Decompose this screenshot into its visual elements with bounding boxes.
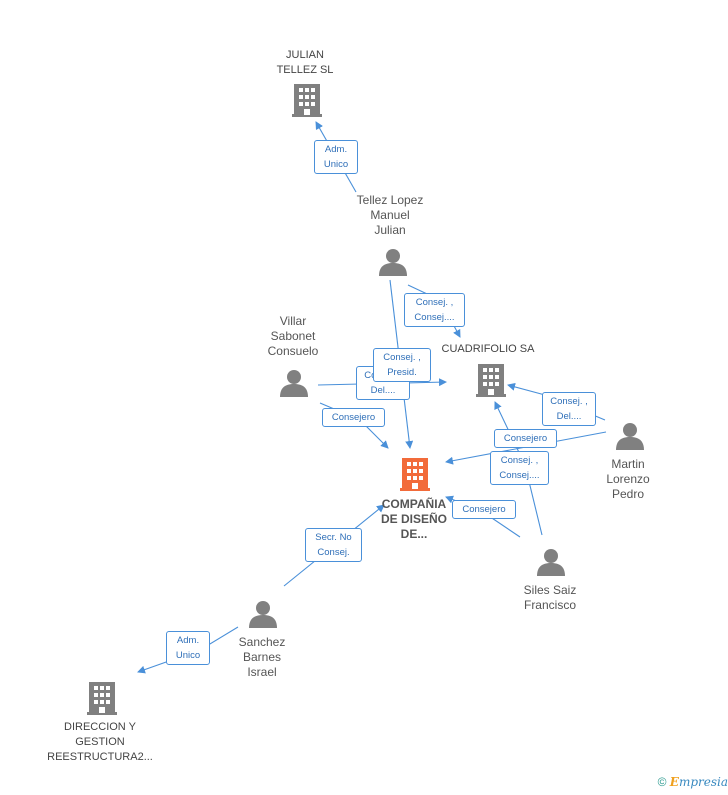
relation-label-consejero[interactable]: Consejero: [452, 500, 516, 519]
empresia-watermark: © Empresia: [658, 775, 728, 789]
building-icon: [87, 682, 117, 715]
relation-label-consejero[interactable]: Consejero: [322, 408, 385, 427]
person-label-sanchez[interactable]: Sanchez Barnes Israel: [238, 635, 286, 679]
building-icon: [292, 84, 322, 117]
relation-line: Consej. ,: [415, 297, 454, 308]
person-icon: [379, 249, 407, 276]
person-label-villar[interactable]: Villar Sabonet Consuelo: [267, 314, 319, 358]
company-label-direccion[interactable]: DIRECCION Y GESTION REESTRUCTURA2...: [47, 721, 153, 763]
person-icon: [249, 601, 277, 628]
relation-label-consej-del[interactable]: Consej. , Del....: [542, 392, 596, 426]
relation-line: Adm.: [176, 635, 200, 646]
relation-label-consej-consej[interactable]: Consej. , Consej....: [404, 293, 465, 327]
building-icon: [476, 364, 506, 397]
relation-label-consej-consej[interactable]: Consej. , Consej....: [490, 451, 549, 485]
relation-line: Secr. No: [315, 532, 352, 543]
relation-label-adm-unico[interactable]: Adm. Unico: [166, 631, 210, 665]
relation-line: Consejero: [331, 412, 376, 423]
relation-line: Del....: [370, 385, 396, 396]
relation-line: Unico: [175, 650, 201, 661]
relation-label-secr-no-consej[interactable]: Secr. No Consej.: [305, 528, 362, 562]
relation-line: Consej....: [499, 470, 540, 481]
company-label-julian-tellez[interactable]: JULIAN TELLEZ SL: [276, 49, 334, 76]
relation-line: Consej....: [414, 312, 455, 323]
relation-label-adm-unico[interactable]: Adm. Unico: [314, 140, 358, 174]
relation-line: Consej. ,: [550, 396, 588, 407]
relation-line: Consejero: [462, 504, 506, 515]
person-icon: [280, 370, 308, 397]
person-label-martin[interactable]: Martin Lorenzo Pedro: [606, 457, 650, 501]
relation-line: Adm.: [324, 144, 348, 155]
person-label-siles[interactable]: Siles Saiz Francisco: [523, 583, 577, 612]
company-label-cuadrifolio[interactable]: CUADRIFOLIO SA: [441, 343, 535, 355]
person-label-tellez-lopez[interactable]: Tellez Lopez Manuel Julian: [356, 193, 424, 237]
empresia-logo: Empresia: [669, 775, 728, 789]
relation-line: Consejero: [503, 433, 548, 444]
person-icon: [537, 549, 565, 576]
copyright-symbol: ©: [657, 775, 667, 789]
relation-label-consej-presid[interactable]: Consej. , Presid.: [373, 348, 431, 382]
relation-line: Consej. ,: [383, 352, 421, 363]
relation-label-consejero[interactable]: Consejero: [494, 429, 557, 448]
main-company-building-icon: [400, 458, 430, 491]
main-company-label[interactable]: COMPAÑIA DE DISEÑO DE...: [380, 497, 447, 541]
relation-line: Unico: [323, 159, 349, 170]
relation-line: Del....: [556, 411, 582, 422]
relation-line: Consej.: [317, 547, 350, 558]
person-icon: [616, 423, 644, 450]
relation-line: Presid.: [387, 367, 417, 378]
relation-line: Consej. ,: [500, 455, 539, 466]
